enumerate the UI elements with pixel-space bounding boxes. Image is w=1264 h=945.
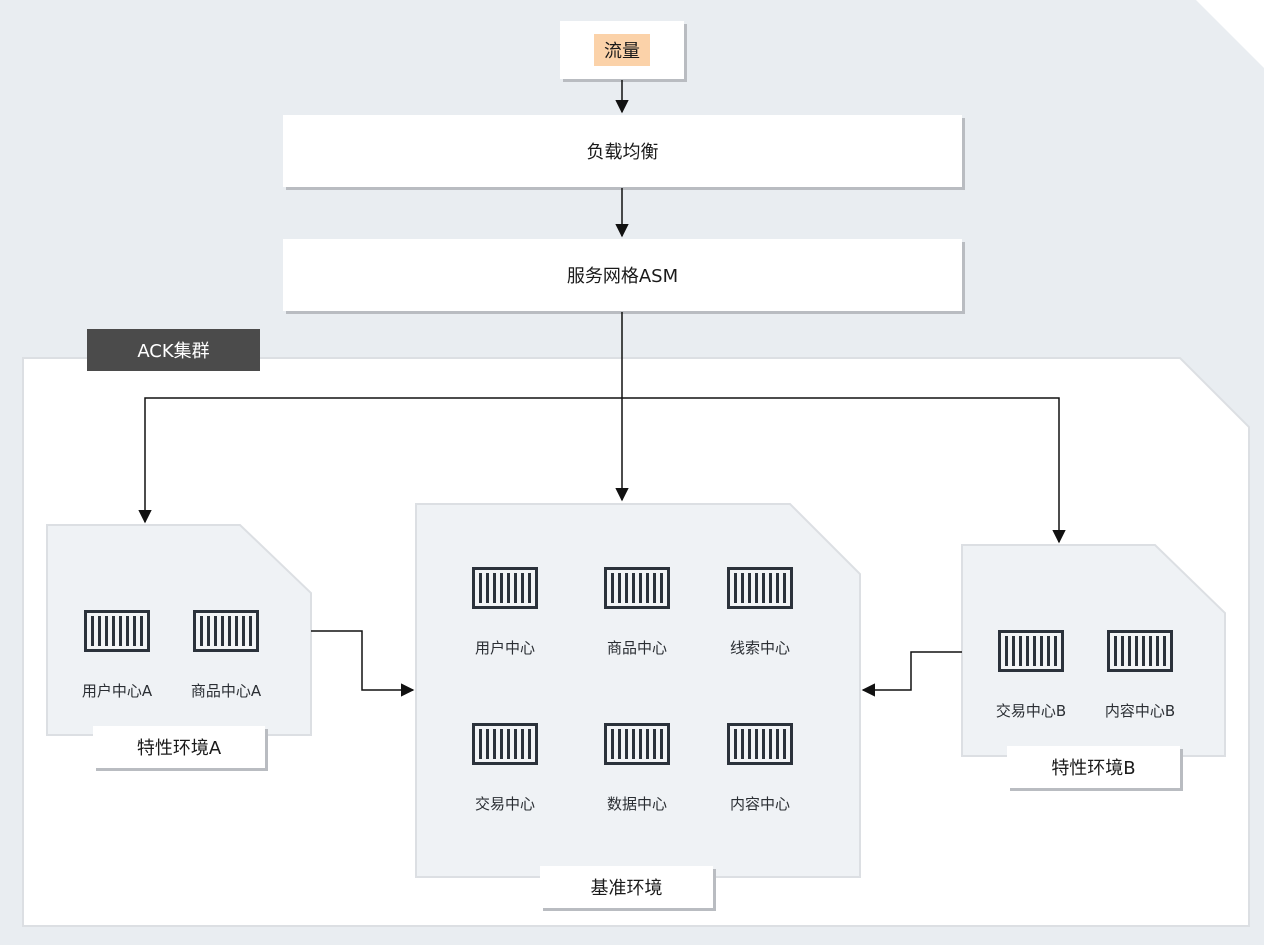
service-base-0: 用户中心 <box>450 567 560 658</box>
env-b-container <box>961 544 1226 757</box>
service-base-2: 线索中心 <box>705 567 815 658</box>
env-a-label: 特性环境A <box>93 726 265 768</box>
service-label: 商品中心A <box>190 682 262 700</box>
container-icon <box>604 723 670 765</box>
traffic-label: 流量 <box>594 34 650 66</box>
service-mesh-label: 服务网格ASM <box>566 266 679 287</box>
service-label: 用户中心 <box>474 639 535 657</box>
service-env-b-0: 交易中心B <box>976 630 1086 721</box>
ack-cluster-label: ACK集群 <box>87 329 260 371</box>
service-env-b-1: 内容中心B <box>1085 630 1195 721</box>
container-icon <box>193 610 259 652</box>
service-base-4: 数据中心 <box>582 723 692 814</box>
service-label: 数据中心 <box>606 795 667 813</box>
container-icon <box>1107 630 1173 672</box>
service-label: 内容中心 <box>729 795 790 813</box>
service-label: 交易中心B <box>995 702 1067 720</box>
service-mesh-box: 服务网格ASM <box>283 239 962 311</box>
service-base-1: 商品中心 <box>582 567 692 658</box>
load-balancer-label: 负载均衡 <box>586 142 659 163</box>
container-icon <box>472 723 538 765</box>
load-balancer-box: 负载均衡 <box>283 115 962 187</box>
container-icon <box>604 567 670 609</box>
service-label: 内容中心B <box>1104 702 1176 720</box>
page-corner-fold <box>1196 0 1264 68</box>
env-b-label: 特性环境B <box>1007 746 1180 788</box>
service-base-5: 内容中心 <box>705 723 815 814</box>
base-env-label: 基准环境 <box>540 866 713 908</box>
base-env-container <box>415 503 861 878</box>
container-icon <box>84 610 150 652</box>
container-icon <box>727 567 793 609</box>
service-label: 交易中心 <box>474 795 535 813</box>
traffic-box: 流量 <box>560 21 684 79</box>
service-env-a-0: 用户中心A <box>62 610 172 701</box>
service-label: 线索中心 <box>729 639 790 657</box>
container-icon <box>727 723 793 765</box>
container-icon <box>472 567 538 609</box>
service-label: 商品中心 <box>606 639 667 657</box>
service-env-a-1: 商品中心A <box>171 610 281 701</box>
service-base-3: 交易中心 <box>450 723 560 814</box>
container-icon <box>998 630 1064 672</box>
service-label: 用户中心A <box>81 682 153 700</box>
